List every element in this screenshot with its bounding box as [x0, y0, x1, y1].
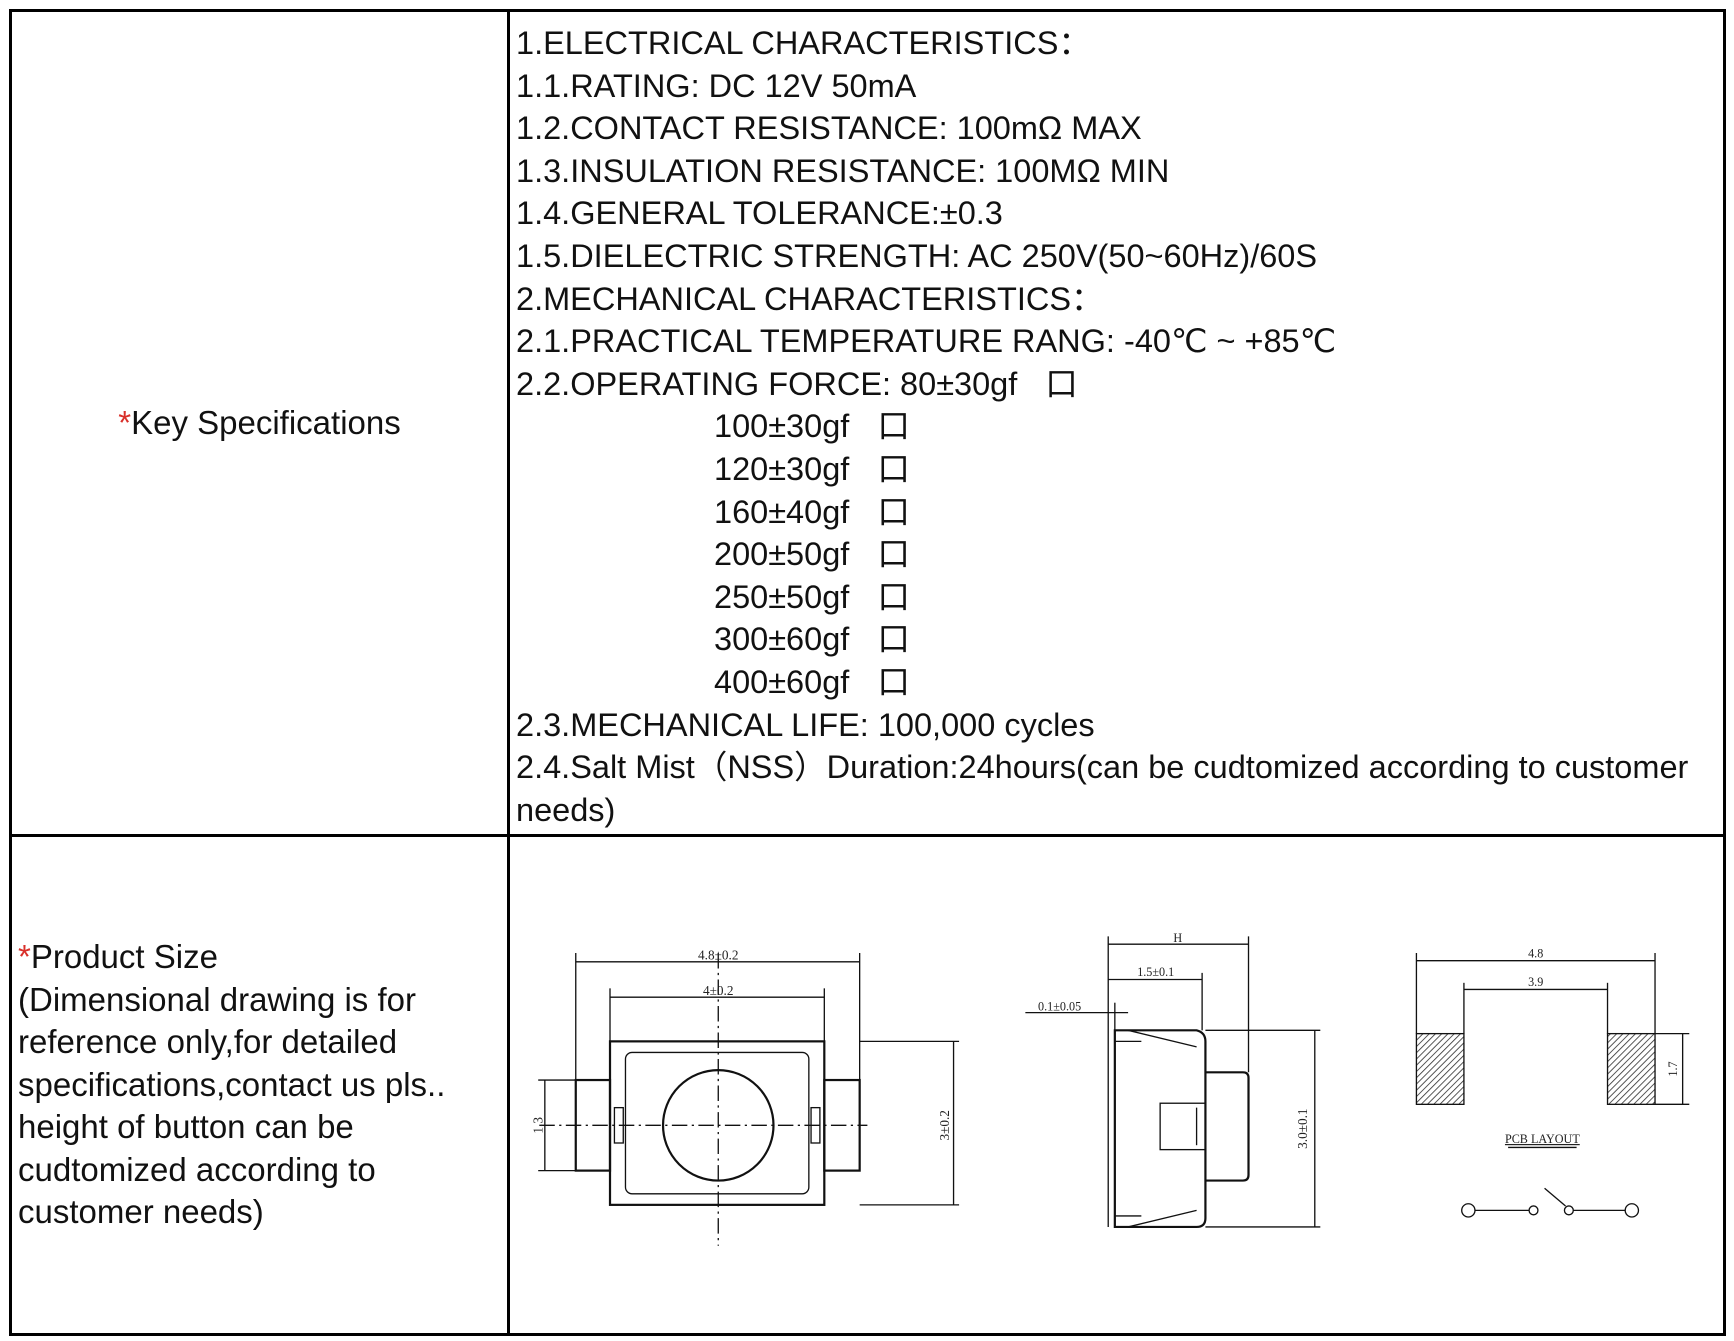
checkbox-icon: 口 — [877, 493, 910, 530]
spec-line: 1.ELECTRICAL CHARACTERISTICS： — [516, 25, 1091, 61]
product-size-label: Product Size — [30, 938, 218, 976]
force-option: 2.2.OPERATING FORCE: 80±30gf 口 — [516, 363, 1723, 406]
key-specifications-label-cell: *Key Specifications — [12, 12, 507, 834]
checkbox-icon: 口 — [877, 621, 910, 658]
switch-symbol-icon — [1461, 1187, 1640, 1218]
key-specifications-content: 1.ELECTRICAL CHARACTERISTICS： 1.1.RATING… — [510, 12, 1723, 834]
pcb-pad — [1606, 1032, 1656, 1105]
spec-table: *Key Specifications 1.ELECTRICAL CHARACT… — [9, 9, 1726, 1336]
force-option: 200±50gf 口 — [516, 533, 1723, 576]
dim-top-width: 4.8±0.2 — [698, 948, 738, 963]
dim-tab-height: 1.3 — [531, 1117, 546, 1134]
dim-body-height: 3±0.2 — [937, 1110, 952, 1140]
product-size-label-cell: *Product Size (Dimensional drawing is fo… — [12, 837, 507, 1333]
pcb-layout: 4.8 3.9 1.7 PCB LAYOUT — [1415, 946, 1690, 1149]
required-star: * — [18, 938, 31, 976]
force-option: 120±30gf 口 — [516, 448, 1723, 491]
column-divider — [507, 12, 510, 1333]
force-option: 100±30gf 口 — [516, 405, 1723, 448]
spec-line: 1.4.GENERAL TOLERANCE:±0.3 — [516, 195, 1003, 232]
dim-inner-width: 4±0.2 — [703, 983, 733, 998]
spec-line: 2.MECHANICAL CHARACTERISTICS： — [516, 280, 1104, 317]
force-option: 160±40gf 口 — [516, 491, 1723, 534]
dim-pcb-pad: 1.7 — [1666, 1061, 1680, 1076]
dim-pcb-inner: 3.9 — [1528, 975, 1543, 989]
key-specifications-label: Key Specifications — [131, 404, 401, 441]
spec-line: 2.4.Salt Mist（NSS）Duration:24hours(can b… — [516, 749, 1689, 828]
spec-line: 1.3.INSULATION RESISTANCE: 100MΩ MIN — [516, 152, 1170, 189]
force-label: 120±30gf — [714, 450, 850, 487]
required-star: * — [118, 404, 132, 441]
force-label: 300±60gf — [714, 621, 850, 658]
force-label: 160±40gf — [714, 493, 850, 530]
dim-pcb-outer: 4.8 — [1528, 946, 1543, 960]
force-label: 100±30gf — [714, 408, 850, 445]
dim-total-height: H — [1173, 931, 1182, 945]
force-label: 2.2.OPERATING FORCE: 80±30gf — [516, 365, 1018, 402]
checkbox-icon: 口 — [1045, 365, 1078, 402]
checkbox-icon: 口 — [877, 450, 910, 487]
spec-line: 2.3.MECHANICAL LIFE: 100,000 cycles — [516, 706, 1095, 743]
spec-line: 2.1.PRACTICAL TEMPERATURE RANG: -40℃ ~ +… — [516, 323, 1337, 360]
checkbox-icon: 口 — [877, 408, 910, 445]
checkbox-icon: 口 — [877, 536, 910, 573]
dimensional-drawing-cell: 4.8±0.2 4±0.2 1.3 3±0.2 H 1.5±0.1 0.1±0.… — [510, 837, 1723, 1333]
front-view: 4.8±0.2 4±0.2 1.3 3±0.2 — [531, 948, 960, 1246]
pcb-pad — [1415, 1032, 1465, 1105]
row-divider — [12, 834, 1723, 837]
side-view: H 1.5±0.1 0.1±0.05 3.0±0.1 — [1025, 931, 1321, 1229]
spec-line: 1.5.DIELECTRIC STRENGTH: AC 250V(50~60Hz… — [516, 237, 1318, 274]
dimensional-drawing: 4.8±0.2 4±0.2 1.3 3±0.2 H 1.5±0.1 0.1±0.… — [531, 931, 1690, 1246]
force-option: 400±60gf 口 — [516, 661, 1723, 704]
dim-depth: 1.5±0.1 — [1137, 965, 1174, 979]
force-label: 400±60gf — [714, 663, 850, 700]
spec-line: 1.2.CONTACT RESISTANCE: 100mΩ MAX — [516, 110, 1142, 147]
dim-side-height: 3.0±0.1 — [1295, 1108, 1310, 1148]
force-option: 300±60gf 口 — [516, 618, 1723, 661]
pcb-layout-title: PCB LAYOUT — [1505, 1132, 1580, 1146]
dim-offset: 0.1±0.05 — [1038, 999, 1081, 1013]
spec-line: 1.1.RATING: DC 12V 50mA — [516, 67, 917, 104]
force-label: 250±50gf — [714, 578, 850, 615]
checkbox-icon: 口 — [877, 663, 910, 700]
checkbox-icon: 口 — [877, 578, 910, 615]
product-size-note: (Dimensional drawing is for reference on… — [18, 980, 446, 1231]
force-option: 250±50gf 口 — [516, 576, 1723, 619]
force-label: 200±50gf — [714, 536, 850, 573]
